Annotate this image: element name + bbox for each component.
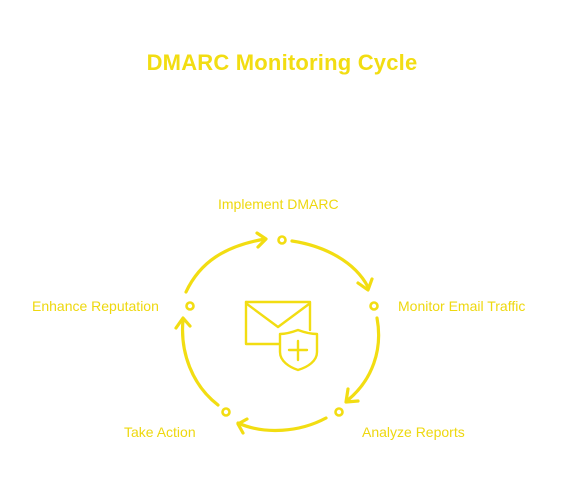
cycle-arrow-2 [290,239,370,289]
arrow-head-4 [236,417,249,435]
step-dot-monitor [369,301,379,311]
cycle-arrow-3 [346,316,381,402]
arrow-head-3 [344,387,360,404]
step-label-monitor-email-traffic: Monitor Email Traffic [398,298,526,314]
step-dot-analyze [334,407,344,417]
step-label-implement-dmarc: Implement DMARC [218,196,339,212]
arrow-head-2 [356,277,374,292]
arrow-head-1 [255,231,268,249]
cycle-arrow-5 [180,318,220,407]
step-label-analyze-reports: Analyze Reports [362,424,465,440]
diagram-title: DMARC Monitoring Cycle [146,50,418,75]
step-dot-implement [277,235,287,245]
email-shield-icon [244,300,319,372]
step-label-take-action: Take Action [124,424,196,440]
step-dot-enhance [185,301,195,311]
arrow-head-5 [174,316,192,330]
cycle-arrow-1 [184,237,267,294]
cycle-arrow-4 [236,416,328,433]
step-label-enhance-reputation: Enhance Reputation [32,298,159,314]
step-dot-take-action [221,407,231,417]
